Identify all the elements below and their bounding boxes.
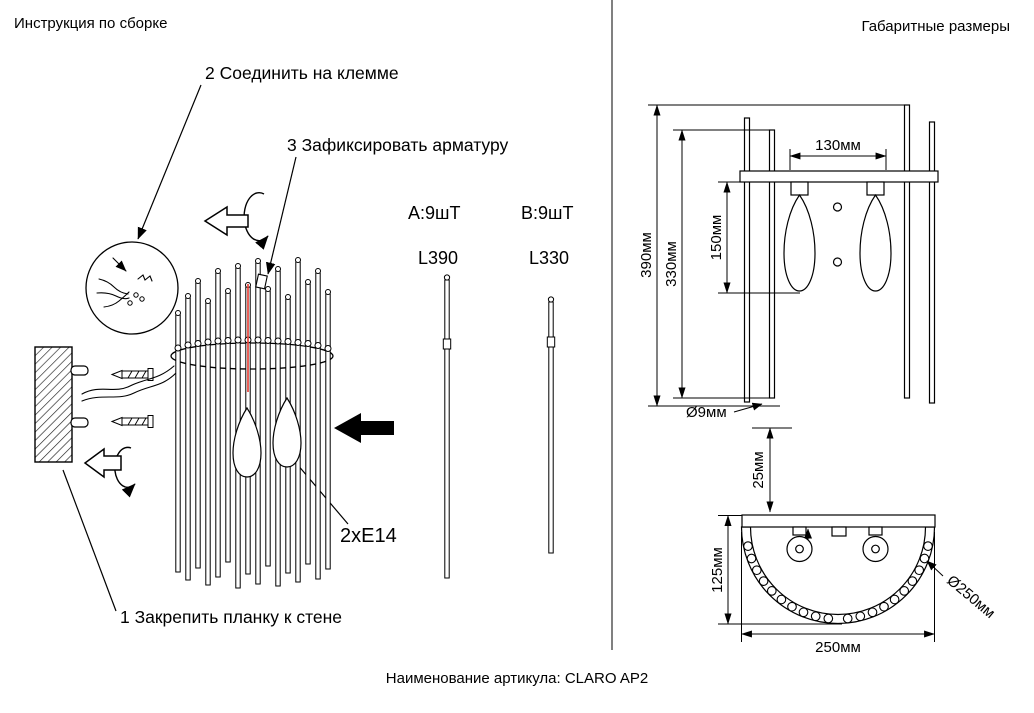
assembly-direction-arrow [334, 413, 394, 443]
mounting-band [170, 342, 334, 370]
article-name: Наименование артикула: CLARO AP2 [386, 670, 648, 687]
step-3-label: 3 Зафиксировать арматуру [287, 135, 509, 155]
dim-shade-diameter: Ø250мм [943, 572, 998, 622]
mounting-bar [739, 170, 939, 183]
ferrule-part [255, 273, 268, 290]
socket-top-right [868, 526, 883, 536]
push-arrow-top [203, 205, 249, 237]
rod-left-inner [768, 129, 776, 399]
dim-150: 150мм [708, 215, 725, 261]
bulb-left [232, 406, 262, 478]
part-b-qty: В:9шТ [521, 203, 573, 223]
wiring-detail-circle [85, 241, 179, 335]
rod-right-inner [903, 104, 911, 399]
rod-left-outer [743, 117, 751, 403]
part-a-qty: А:9шТ [408, 203, 460, 223]
rod-right-outer [928, 121, 936, 404]
dim-130: 130мм [815, 137, 861, 154]
center-bracket [831, 526, 847, 537]
step-2-label: 2 Соединить на клемме [205, 63, 399, 83]
top-dimensions [718, 514, 944, 642]
lamp-body [170, 257, 334, 589]
bulb-front-right [859, 193, 892, 292]
plate-stud-bottom [70, 417, 89, 428]
socket-right [866, 181, 885, 196]
socket-left [790, 181, 809, 196]
top-view [740, 514, 936, 625]
wires [81, 365, 177, 402]
right-panel-title: Габаритные размеры [861, 18, 1010, 35]
step-1-label: 1 Закрепить планку к стене [120, 607, 342, 627]
shade-arc [740, 526, 936, 625]
bulb-right [272, 396, 302, 468]
dimensions-diagram: 130мм 150мм 330мм 390мм Ø9мм 25мм [638, 104, 998, 656]
bulb-type-label: 2хЕ14 [340, 525, 397, 547]
assembly-diagram: 2 Соединить на клемме 3 Зафиксировать ар… [34, 63, 573, 627]
dim-390: 390мм [638, 232, 655, 278]
wall-plate-group [34, 346, 89, 463]
socket-top-left [792, 526, 807, 536]
bulb-front-left [783, 193, 816, 292]
spare-rod-a [442, 274, 452, 579]
front-view [739, 104, 939, 404]
dim-250: 250мм [815, 639, 861, 656]
top-plate [741, 514, 936, 528]
dim-25: 25мм [750, 451, 767, 488]
plate-stud-top [70, 365, 89, 376]
push-arrow-bottom [83, 447, 122, 479]
dim-125: 125мм [709, 547, 726, 593]
arc-beads [743, 541, 933, 624]
dim-330: 330мм [663, 241, 680, 287]
wall-plate [34, 346, 73, 463]
mounting-screws [110, 368, 154, 428]
dim-rod-diameter: Ø9мм [686, 404, 727, 421]
backplate-hole-top [832, 202, 843, 212]
part-b-length: L330 [529, 248, 569, 268]
part-a-length: L390 [418, 248, 458, 268]
spare-rod-b [546, 296, 556, 554]
backplate-hole-bottom [832, 257, 843, 267]
left-panel-title: Инструкция по сборке [14, 15, 167, 32]
